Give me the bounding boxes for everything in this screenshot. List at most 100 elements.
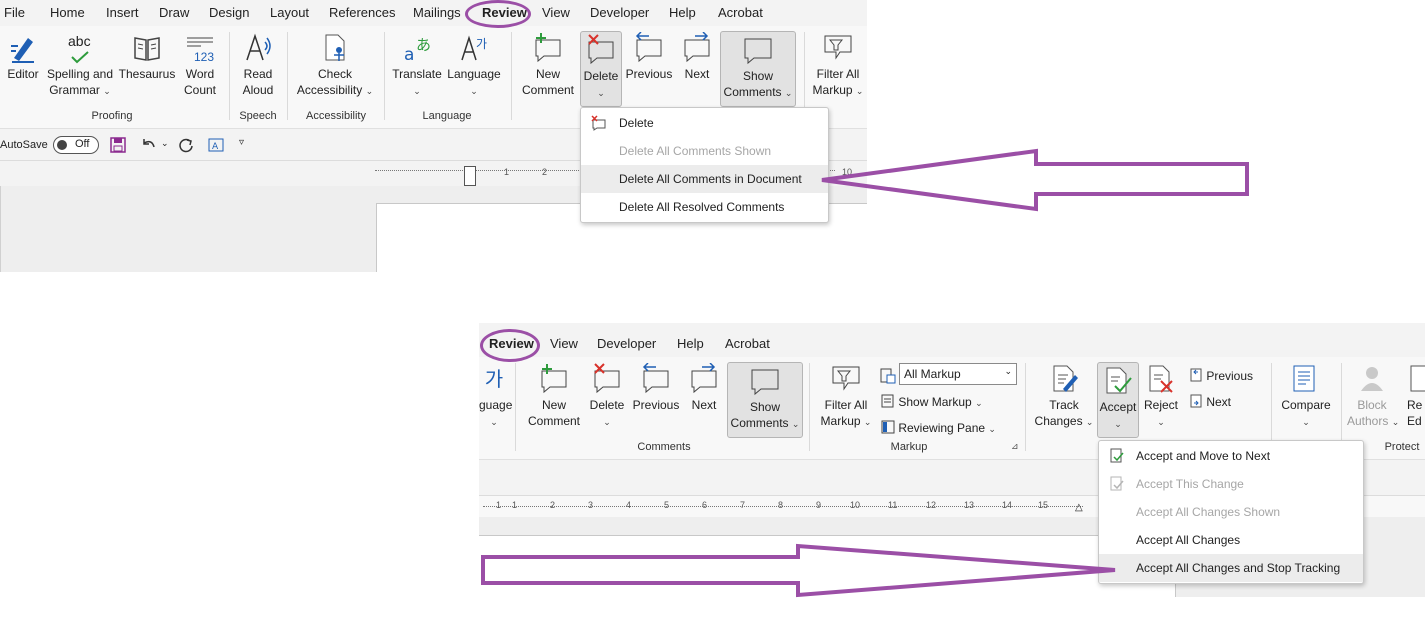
restrict-editing-label-2: Ed [1407,414,1422,428]
markup-select[interactable]: All Markup ⌄ [899,363,1017,385]
tab-developer[interactable]: Developer [597,336,657,351]
accept-dropdown-menu: Accept and Move to Next Accept This Chan… [1098,440,1364,584]
tab-file[interactable]: File [4,5,25,20]
tab-references[interactable]: References [329,5,396,20]
read-aloud-button[interactable]: Read Aloud [236,32,280,98]
reject-button[interactable]: Reject⌄ [1141,363,1181,430]
group-language-label: Language [422,110,472,122]
tab-help[interactable]: Help [669,5,696,20]
previous-comment-button[interactable]: Previous [631,363,681,413]
previous-change-label: Previous [1206,369,1254,383]
tab-insert[interactable]: Insert [106,5,139,20]
tab-draw[interactable]: Draw [159,5,190,20]
restrict-editing-button-partial[interactable]: Re Ed [1407,363,1425,429]
menu-item-delete-all-resolved[interactable]: Delete All Resolved Comments [581,193,828,221]
spelling-label-2: Grammar [49,83,100,97]
track-changes-icon [1053,365,1078,392]
editor-button[interactable]: Editor [4,32,42,82]
menu-item-accept-all-changes[interactable]: Accept All Changes [1099,526,1363,554]
translate-label: Translate [392,67,442,81]
ruler-tick-label: 10 [850,500,861,510]
menu-item-accept-all-stop-tracking[interactable]: Accept All Changes and Stop Tracking [1099,554,1363,582]
language-button-partial[interactable]: 가 guage⌄ [479,363,512,430]
menu-item-delete-all-shown: Delete All Comments Shown [581,137,828,165]
save-icon[interactable] [110,137,126,153]
previous-change-button[interactable]: Previous [1189,368,1253,383]
bottom-ribbon: 가 guage⌄ New Comment Delete⌄ Previous Ne… [479,357,1425,459]
show-markup-button[interactable]: Show Markup ⌄ [881,394,983,409]
customize-qat-icon[interactable]: ▿ [239,137,245,148]
menu-item-delete[interactable]: Delete [581,109,828,137]
language-button[interactable]: 가 Language⌄ [446,32,502,99]
check-accessibility-button[interactable]: Check Accessibility ⌄ [293,32,377,99]
delete-comment-button[interactable]: Delete⌄ [587,363,627,430]
menu-item-accept-and-move[interactable]: Accept and Move to Next [1099,442,1363,470]
new-comment-button[interactable]: New Comment [523,363,585,429]
spelling-grammar-button[interactable]: abc Spelling and Grammar ⌄ [46,33,114,97]
next-comment-button[interactable]: Next [684,363,724,413]
previous-comment-icon [635,32,662,63]
group-proofing-label: Proofing [91,110,133,122]
svg-text:あ: あ [416,36,431,54]
show-markup-label: Show Markup [898,395,972,409]
dialog-launcher-icon[interactable]: ⊿ [1011,441,1019,451]
word-count-button[interactable]: 123 Word Count [180,32,220,98]
word-count-label-1: Word [185,67,215,81]
next-change-button[interactable]: Next [1189,394,1231,409]
tab-design[interactable]: Design [209,5,250,20]
show-comments-button[interactable]: Show Comments ⌄ [720,31,796,107]
thesaurus-button[interactable]: Thesaurus [118,32,176,82]
compare-icon [1293,365,1315,392]
menu-item-label: Delete All Comments in Document [619,172,802,186]
tab-layout[interactable]: Layout [270,5,310,20]
compare-button[interactable]: Compare⌄ [1279,363,1333,430]
new-comment-icon [535,33,561,63]
previous-comment-button[interactable]: Previous [624,32,674,82]
redo-icon[interactable] [178,137,194,153]
accessibility-icon [325,34,345,61]
filter-all-markup-button[interactable]: Filter All Markup ⌄ [817,363,875,430]
block-authors-icon [1361,367,1383,391]
show-comments-button[interactable]: Show Comments ⌄ [727,362,803,438]
tab-home[interactable]: Home [50,5,85,20]
text-box-icon[interactable]: A [208,138,224,152]
tab-acrobat[interactable]: Acrobat [725,336,770,351]
indent-marker[interactable] [464,166,476,186]
tab-developer[interactable]: Developer [590,5,650,20]
undo-dropdown-icon[interactable]: ⌄ [161,138,169,148]
divider [809,363,810,451]
reviewing-pane-label: Reviewing Pane [898,421,986,435]
delete-comment-button[interactable]: Delete⌄ [580,31,622,107]
reviewing-pane-button[interactable]: Reviewing Pane ⌄ [881,420,996,435]
next-comment-button[interactable]: Next [677,32,717,82]
show-comments-label-2: Comments [730,416,789,430]
word-count-label-2: Count [183,83,217,97]
autosave-toggle[interactable]: Off [53,136,99,154]
svg-text:a: a [404,45,414,64]
tab-acrobat[interactable]: Acrobat [718,5,763,20]
ruler-tick-label: 13 [964,500,975,510]
arrow-to-delete-all-comments [821,148,1249,212]
restrict-editing-icon [1410,365,1425,392]
ruler-tick-label: 2 [542,167,548,177]
indent-marker[interactable]: △ [1075,502,1083,513]
accept-button[interactable]: Accept⌄ [1097,362,1139,438]
reviewing-pane-icon [881,420,895,434]
reject-label: Reject [1143,398,1178,412]
new-comment-button[interactable]: New Comment [517,32,579,98]
undo-icon[interactable] [140,137,156,153]
tab-help[interactable]: Help [677,336,704,351]
word-count-num: 123 [194,50,215,64]
menu-item-delete-all-in-document[interactable]: Delete All Comments in Document [581,165,828,193]
tab-view[interactable]: View [550,336,578,351]
block-authors-button: Block Authors ⌄ [1347,363,1399,430]
document-page[interactable] [479,535,1176,597]
track-changes-button[interactable]: Track Changes ⌄ [1033,363,1095,430]
tab-mailings[interactable]: Mailings [413,5,461,20]
filter-all-markup-button[interactable]: Filter All Markup ⌄ [810,32,866,99]
tab-view[interactable]: View [542,5,570,20]
show-comments-label-1: Show [749,400,781,414]
language-label: Language [447,67,501,81]
group-speech-label: Speech [239,110,277,122]
